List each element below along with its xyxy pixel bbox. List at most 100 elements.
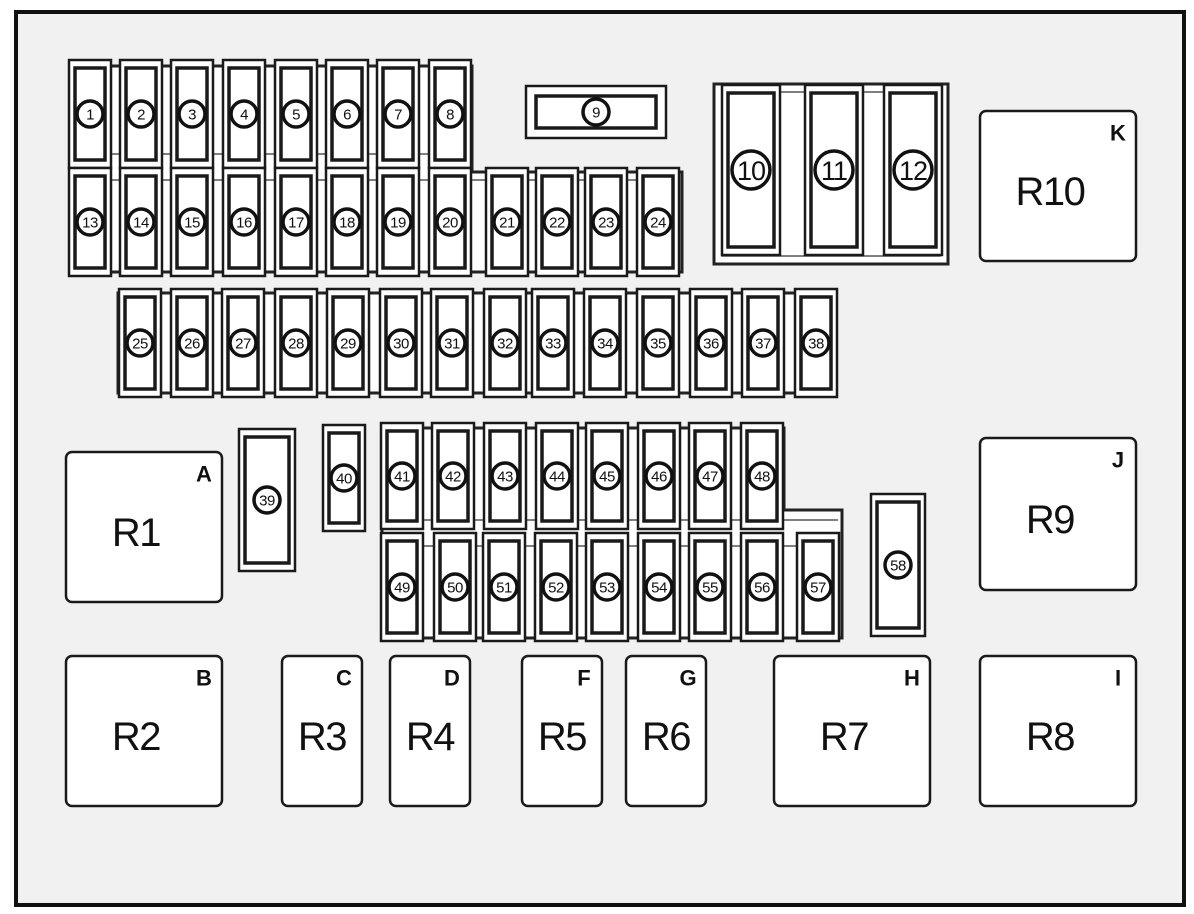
relay-name-label: R5 (538, 715, 586, 759)
fuse-24: 24 (635, 166, 681, 278)
fuse-29: 29 (325, 287, 371, 399)
fuse-number-label: 36 (703, 336, 719, 353)
relay-box (520, 654, 604, 808)
fuse-30: 30 (378, 287, 424, 399)
fuse-35: 35 (635, 287, 681, 399)
fuse-number-circle (581, 97, 611, 127)
fuse-number-circle (748, 328, 778, 358)
fuse-number-label: 40 (336, 471, 352, 488)
fuse-number-label: 26 (184, 336, 200, 353)
fuse-number-label: 14 (133, 215, 149, 232)
fuse-number-circle (730, 149, 772, 191)
fuse-12: 12 (882, 83, 944, 257)
fuse-number-circle (538, 328, 568, 358)
fuse-58: 58 (869, 492, 927, 638)
fuse-number-circle (801, 328, 831, 358)
fuse-number-circle (695, 461, 725, 491)
fuse-number-label: 8 (446, 107, 454, 124)
fuse-number-circle (437, 328, 467, 358)
fuse-number-circle (252, 485, 282, 515)
fuse-47: 47 (687, 421, 733, 531)
fuse-19: 19 (375, 166, 421, 278)
relay-name-label: R9 (1026, 498, 1074, 542)
fuse-52: 52 (533, 531, 579, 643)
relay-position-letter: K (1110, 121, 1126, 146)
fuse-number-label: 28 (288, 336, 304, 353)
fuse-41: 41 (379, 421, 425, 531)
fuse-15: 15 (169, 166, 215, 278)
relay-box (772, 654, 932, 808)
fuse-number-circle (542, 207, 572, 237)
fuse-number-label: 22 (549, 215, 565, 232)
fuse-number-label: 27 (235, 336, 251, 353)
fuse-number-label: 30 (393, 336, 409, 353)
fuse-23: 23 (583, 166, 629, 278)
fuse-number-circle (813, 149, 855, 191)
fuse-body (745, 429, 779, 523)
fuse-number-circle (542, 461, 572, 491)
fuse-number-circle (383, 207, 413, 237)
fuse-number-label: 38 (808, 336, 824, 353)
fuse-27: 27 (220, 287, 266, 399)
fuse-38: 38 (793, 287, 839, 399)
fuse-number-circle (281, 99, 311, 129)
fuse-number-circle (228, 328, 258, 358)
fuse-number-circle (643, 328, 673, 358)
fuse-number-circle (883, 550, 913, 580)
fuse-number-label: 37 (755, 336, 771, 353)
fuse-13: 13 (67, 166, 113, 278)
fuse-44: 44 (534, 421, 580, 531)
relay-position-letter: J (1112, 448, 1124, 473)
fuse-number-circle (490, 461, 520, 491)
fuse-number-label: 54 (651, 580, 667, 597)
fuse-36: 36 (688, 287, 734, 399)
relay-position-letter: B (196, 666, 212, 691)
relay-position-letter: H (904, 666, 920, 691)
fuse-51: 51 (481, 531, 527, 643)
relay-position-letter: D (444, 666, 460, 691)
fuse-number-circle (386, 328, 416, 358)
relay-position-letter: F (577, 666, 590, 691)
fuse-number-circle (281, 328, 311, 358)
fuse-number-circle (387, 461, 417, 491)
fuse-number-label: 29 (340, 336, 356, 353)
fuse-number-label: 46 (651, 469, 667, 486)
fuse-3: 3 (169, 58, 215, 170)
fuse-number-label: 57 (810, 580, 826, 597)
fuse-number-label: 32 (497, 336, 513, 353)
fuse-number-label: 11 (821, 156, 847, 186)
fuse-number-label: 34 (597, 336, 613, 353)
fuse-number-label: 31 (444, 336, 460, 353)
relay-r8: R8I (978, 654, 1138, 808)
fuse-number-label: 7 (394, 107, 402, 124)
fuse-number-label: 55 (702, 580, 718, 597)
relay-box (64, 654, 224, 808)
fuse-33: 33 (530, 287, 576, 399)
fuse-number-circle (892, 149, 934, 191)
relay-r1: R1A (64, 450, 224, 604)
fuse-number-label: 56 (754, 580, 770, 597)
fuse-18: 18 (324, 166, 370, 278)
fuse-49: 49 (379, 531, 425, 643)
fuse-number-label: 4 (240, 107, 248, 124)
fuse-number-label: 25 (132, 336, 148, 353)
fuse-21: 21 (484, 166, 530, 278)
relay-r5: R5 F (520, 654, 604, 808)
fuse-14: 14 (118, 166, 164, 278)
fuse-31: 31 (429, 287, 475, 399)
relay-position-letter: G (679, 666, 696, 691)
fuse-number-label: 47 (702, 469, 718, 486)
fuse-number-circle (440, 572, 470, 602)
fuse-number-label: 44 (549, 469, 565, 486)
fuse-number-circle (229, 207, 259, 237)
fuse-17: 17 (273, 166, 319, 278)
fuse-number-label: 18 (339, 215, 355, 232)
fuse-32: 32 (482, 287, 528, 399)
fuse-number-circle (126, 207, 156, 237)
fuse-6: 6 (324, 58, 370, 170)
fuse-number-label: 49 (394, 580, 410, 597)
relay-position-letter: A (196, 462, 212, 487)
fuse-48: 48 (739, 421, 785, 531)
fuse-number-circle (332, 99, 362, 129)
